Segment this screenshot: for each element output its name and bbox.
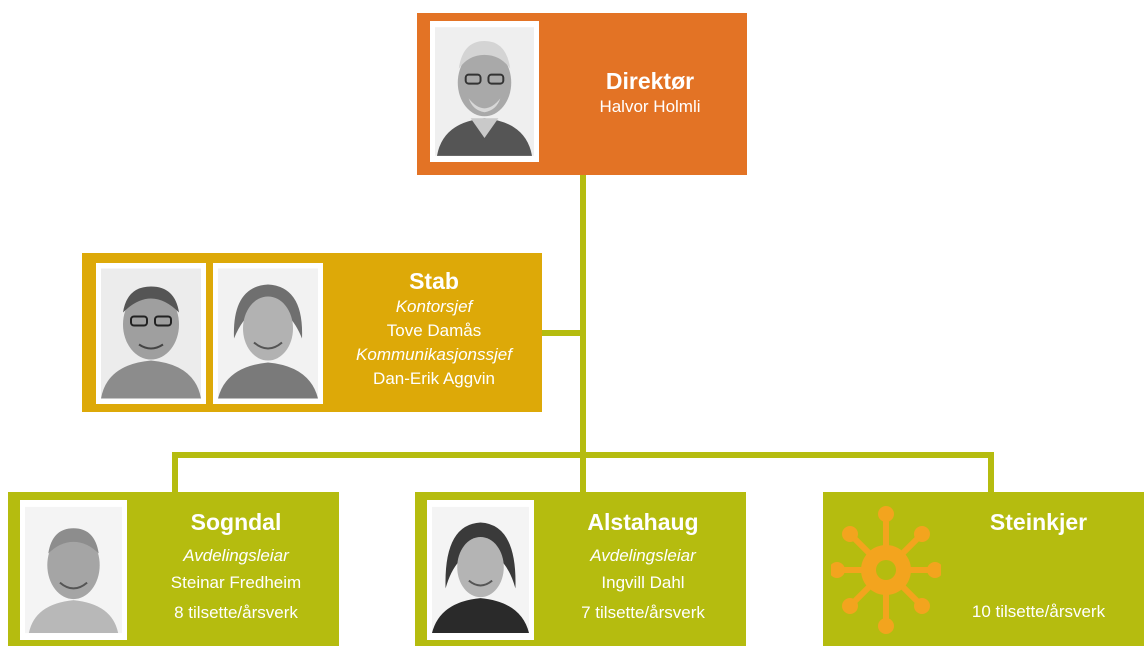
stab-photo-1 xyxy=(96,263,206,404)
director-box: Direktør Halvor Holmli xyxy=(417,13,747,175)
stab-photo-2 xyxy=(213,263,323,404)
sogndal-name: Steinar Fredheim xyxy=(170,573,302,592)
steinkjer-title: Steinkjer xyxy=(989,509,1088,535)
alstahaug-title: Alstahaug xyxy=(587,509,699,535)
alstahaug-staff: 7 tilsette/årsverk xyxy=(581,603,705,622)
stab-title: Stab xyxy=(409,268,459,294)
stab-name-1: Tove Damås xyxy=(386,321,482,340)
alstahaug-role: Avdelingsleiar xyxy=(590,546,696,565)
sogndal-role: Avdelingsleiar xyxy=(183,546,289,565)
department-box-alstahaug: Alstahaug Avdelingsleiar Ingvill Dahl 7 … xyxy=(415,492,746,646)
sogndal-title: Sogndal xyxy=(190,509,282,535)
alstahaug-name: Ingvill Dahl xyxy=(601,573,685,592)
sun-icon xyxy=(829,500,943,640)
director-name: Halvor Holmli xyxy=(599,97,701,116)
steinkjer-staff: 10 tilsette/årsverk xyxy=(971,602,1106,621)
director-photo xyxy=(430,21,539,162)
director-title: Direktør xyxy=(605,68,695,94)
stab-role-2: Kommunikasjonssjef xyxy=(356,345,512,364)
stab-role-1: Kontorsjef xyxy=(395,297,473,316)
sogndal-photo xyxy=(20,500,127,640)
department-box-steinkjer: Steinkjer 10 tilsette/årsverk xyxy=(823,492,1144,646)
department-box-sogndal: Sogndal Avdelingsleiar Steinar Fredheim … xyxy=(8,492,339,646)
stab-box: Stab Kontorsjef Tove Damås Kommunikasjon… xyxy=(82,253,542,412)
alstahaug-photo xyxy=(427,500,534,640)
sogndal-staff: 8 tilsette/årsverk xyxy=(174,603,298,622)
stab-name-2: Dan-Erik Aggvin xyxy=(373,369,495,388)
